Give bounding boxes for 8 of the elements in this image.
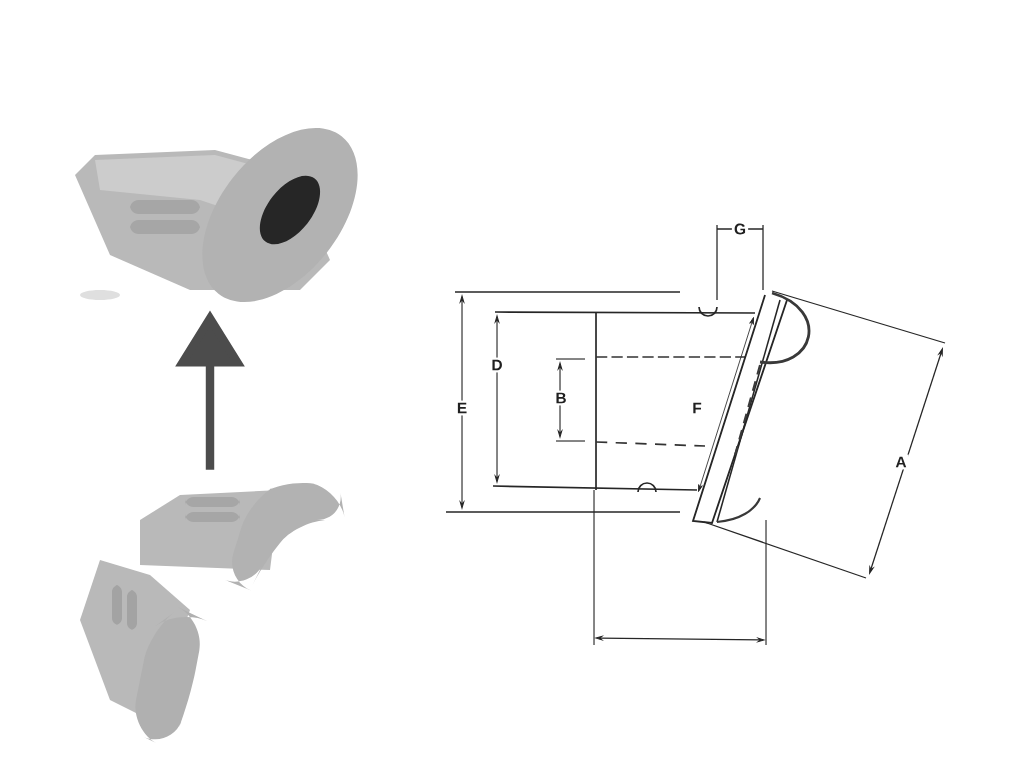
part-photo (75, 128, 358, 302)
dimension-label: E (454, 400, 470, 416)
dimension-label: A (893, 454, 909, 470)
dimension-label: B (553, 390, 569, 406)
dimension-label: D (489, 357, 505, 373)
dimension-label: G (731, 221, 749, 237)
dimension-label: F (690, 400, 704, 416)
part-photo (80, 483, 345, 744)
